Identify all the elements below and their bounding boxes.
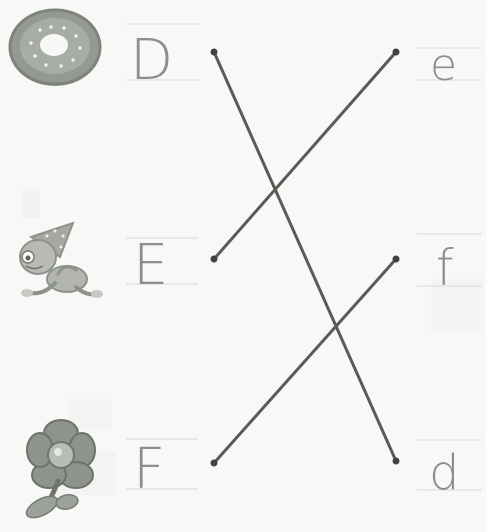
left-letter-D: D — [130, 28, 173, 93]
dot-left-E — [211, 256, 218, 263]
dot-right-d — [393, 458, 400, 465]
dot-right-e — [393, 49, 400, 56]
donut-icon — [9, 10, 101, 86]
dot-left-F — [211, 460, 218, 467]
left-letter-F: F — [133, 437, 165, 502]
right-letter-f: f — [436, 239, 454, 297]
dot-left-D — [211, 49, 218, 56]
left-letter-E: E — [133, 233, 168, 298]
right-letter-d: d — [429, 445, 459, 501]
right-letter-e: e — [430, 40, 457, 91]
dot-right-f — [393, 256, 400, 263]
